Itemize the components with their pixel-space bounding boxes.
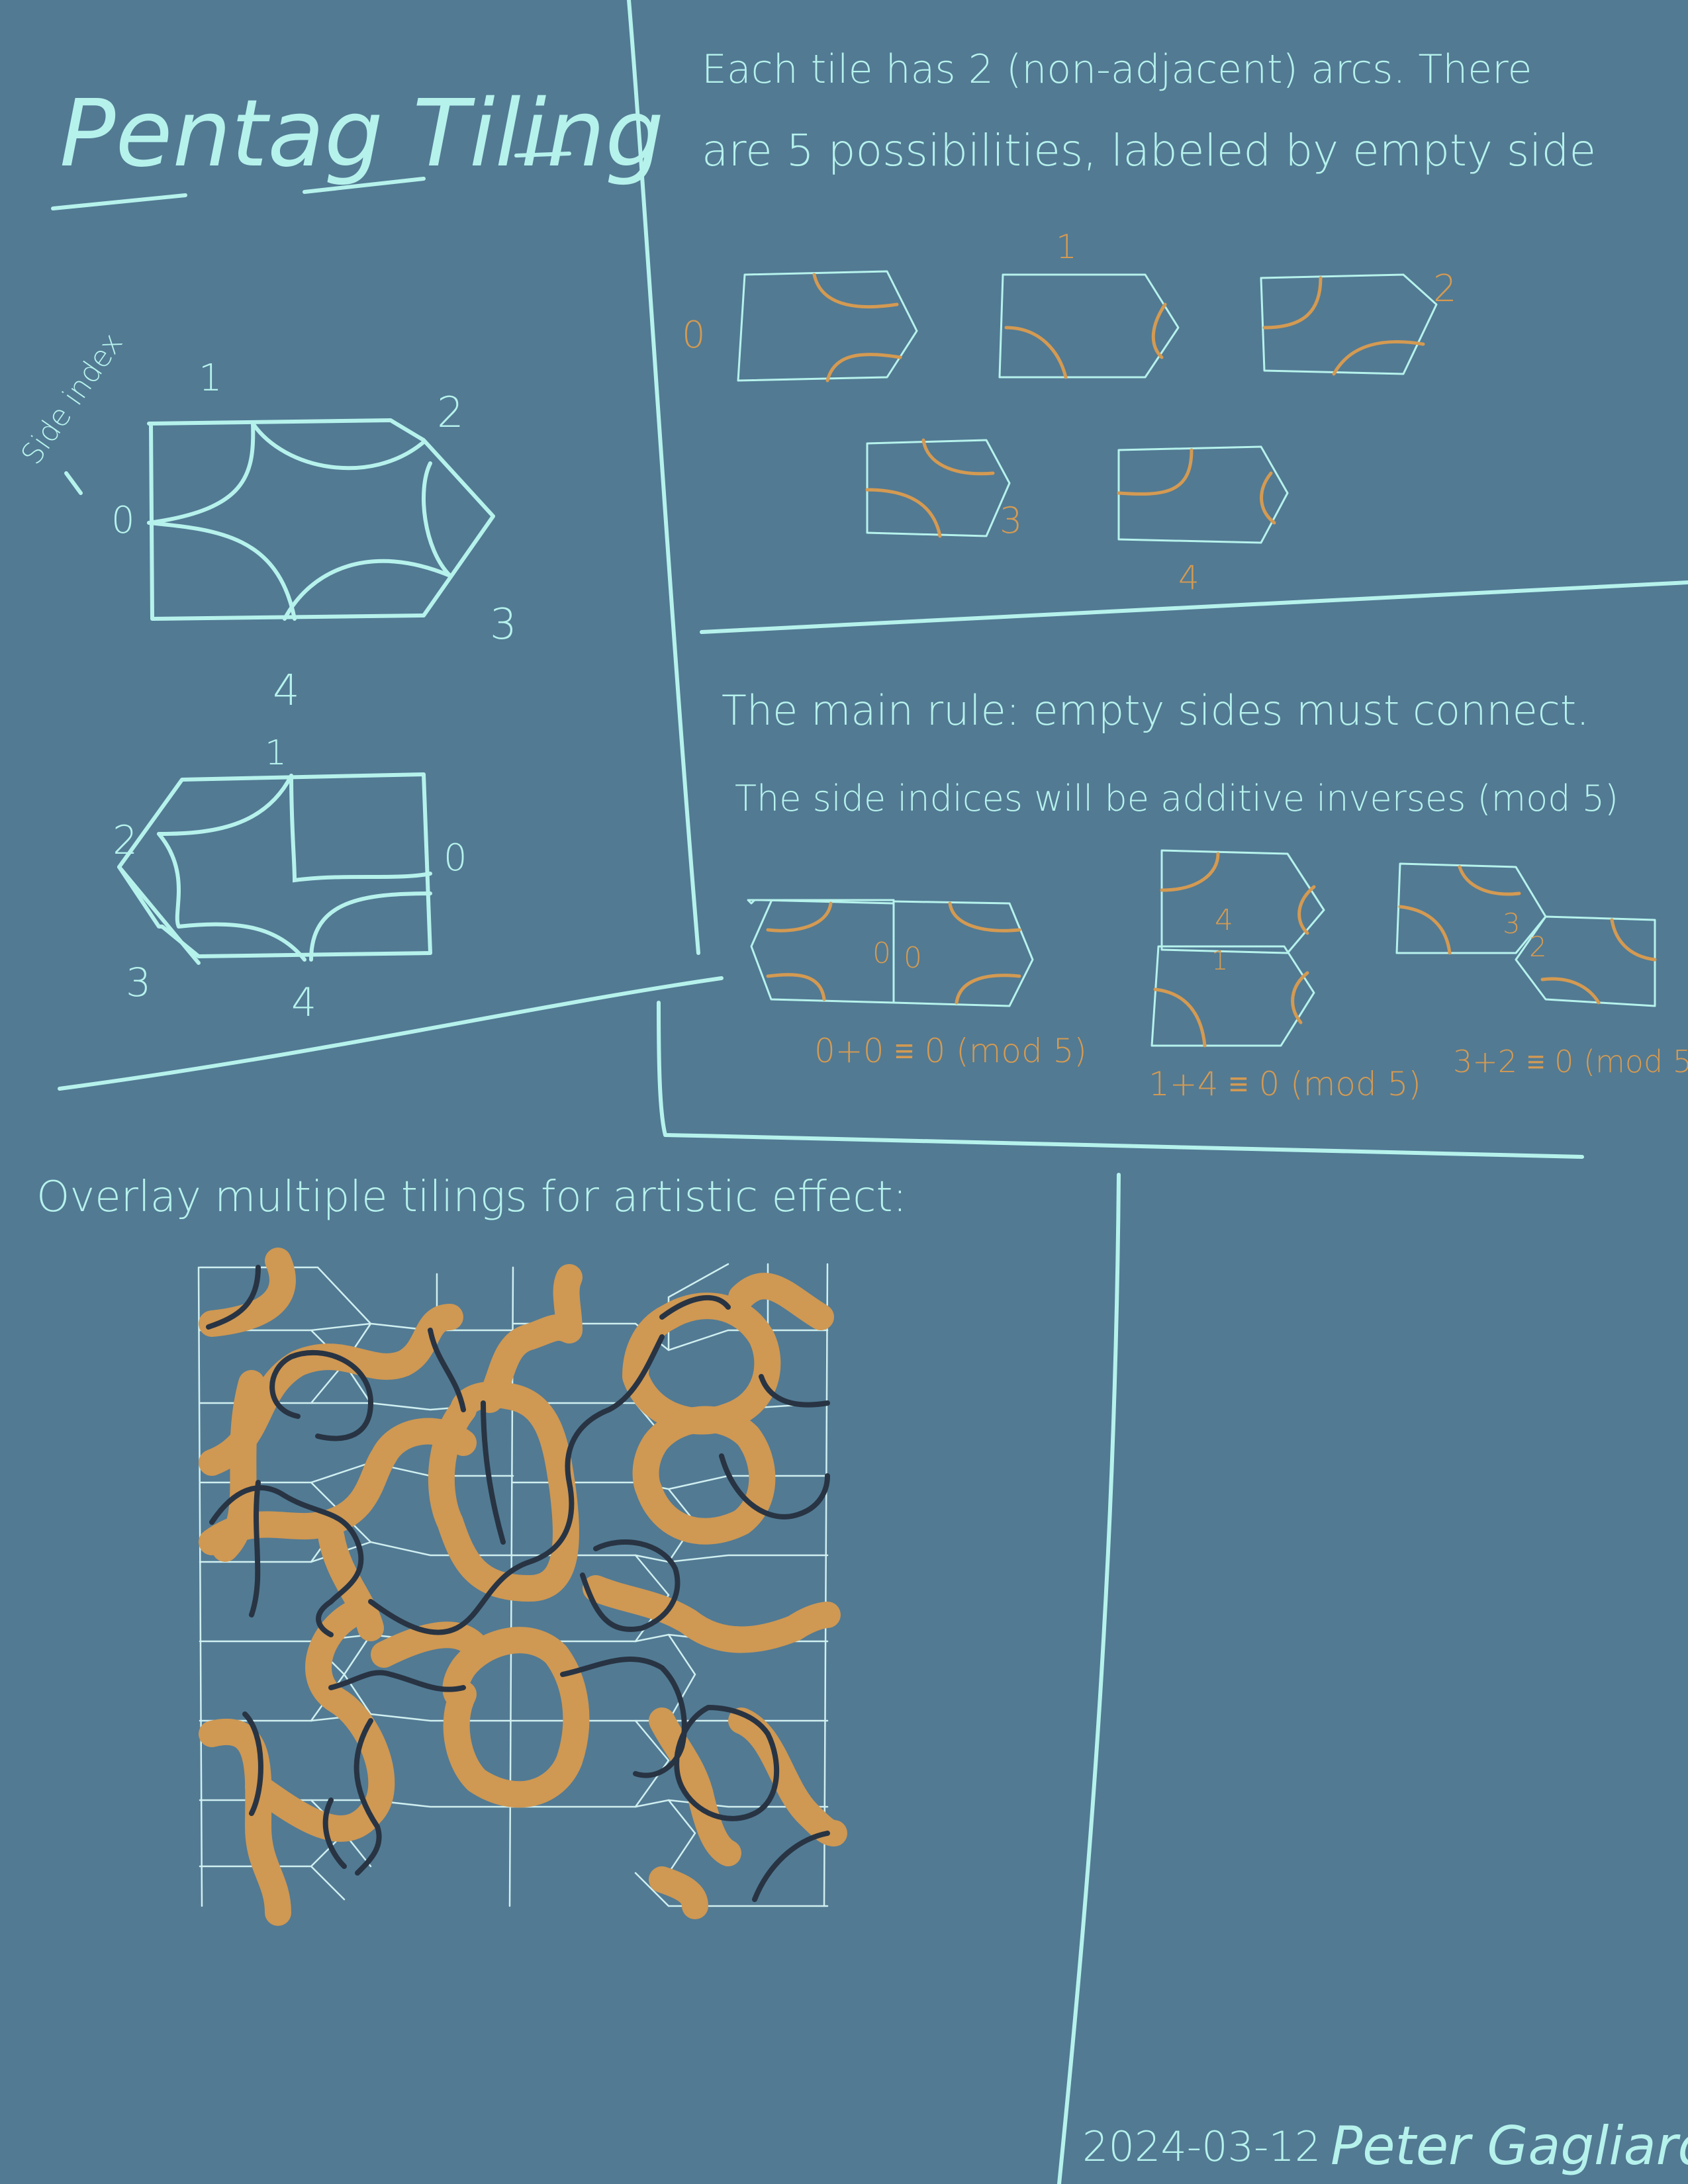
overlay-artwork: [197, 1248, 847, 1926]
intro-text: Each tile has 2 (non-adjacent) arcs. The…: [702, 46, 1596, 176]
artwork-orange-tiling: [199, 1248, 847, 1926]
side-label-4-b: 4: [291, 979, 316, 1026]
example-3-2-label-left: 3: [1503, 907, 1521, 940]
tile-label-2: 2: [1433, 267, 1457, 310]
rule-text: The main rule: empty sides must connect.…: [722, 686, 1618, 819]
example-0-0-label-left: 0: [872, 936, 891, 970]
example-1-4-equation: 1+4 ≡ 0 (mod 5): [1149, 1065, 1421, 1103]
rule-line-2: The side indices will be additive invers…: [735, 778, 1618, 819]
side-index-label: Side index: [15, 327, 129, 471]
tile-4: 4: [1117, 445, 1289, 597]
tile-2: 2: [1260, 267, 1457, 376]
rule-examples: 0 0 0+0 ≡ 0 (mod 5) 4 1 1+4 ≡ 0 (mod 5) …: [747, 849, 1688, 1103]
example-1-4: 4 1 1+4 ≡ 0 (mod 5): [1149, 849, 1421, 1103]
example-1-4-label-bottom: 1: [1211, 946, 1228, 976]
example-0-0: 0 0 0+0 ≡ 0 (mod 5): [747, 899, 1087, 1070]
side-label-3: 3: [490, 600, 517, 649]
example-0-0-label-right: 0: [904, 941, 922, 975]
intro-line-1: Each tile has 2 (non-adjacent) arcs. The…: [702, 46, 1532, 93]
side-label-1: 1: [199, 357, 222, 400]
side-label-3-b: 3: [126, 960, 151, 1006]
tile-3: 3: [865, 438, 1022, 541]
tile-possibilities: 0 1 2 3 4: [682, 228, 1457, 597]
overlay-caption: Overlay multiple tilings for artistic ef…: [36, 1173, 907, 1222]
tile-label-0: 0: [682, 314, 706, 357]
intro-line-2: are 5 possibilities, labeled by empty si…: [702, 125, 1596, 176]
rule-line-1: The main rule: empty sides must connect.: [722, 686, 1589, 735]
page-title: Pentag Tiling: [60, 80, 664, 188]
footer: 2024-03-12 Peter Gagliardi: [1082, 2115, 1688, 2177]
side-label-2-b: 2: [113, 817, 138, 864]
example-3-2-equation: 3+2 ≡ 0 (mod 5): [1453, 1044, 1688, 1079]
side-label-1-b: 1: [265, 733, 287, 773]
example-0-0-equation: 0+0 ≡ 0 (mod 5): [814, 1032, 1087, 1070]
signature: Peter Gagliardi: [1331, 2115, 1688, 2177]
example-1-4-label-top: 4: [1215, 903, 1233, 937]
side-label-2: 2: [437, 388, 464, 437]
tile-label-3: 3: [1000, 500, 1022, 541]
panel-dividers: [58, 0, 1688, 2184]
tile-label-1: 1: [1056, 228, 1077, 266]
tile-1: 1: [998, 228, 1180, 379]
artwork-dark-tiling: [206, 1265, 830, 1902]
example-3-2-label-right: 2: [1529, 931, 1547, 963]
side-label-4: 4: [273, 666, 300, 715]
side-label-0-b: 0: [444, 837, 467, 880]
side-index-diagram: Side index 0 1 2 3 4: [15, 327, 516, 715]
example-3-2: 3 2 3+2 ≡ 0 (mod 5): [1395, 862, 1688, 1079]
date: 2024-03-12: [1082, 2122, 1321, 2171]
side-label-0: 0: [111, 499, 135, 542]
title-block: Pentag Tiling: [51, 80, 664, 210]
side-index-diagram-mirrored: 1 2 0 3 4: [113, 733, 467, 1026]
tile-label-4: 4: [1178, 559, 1199, 597]
tile-0: 0: [682, 270, 918, 383]
